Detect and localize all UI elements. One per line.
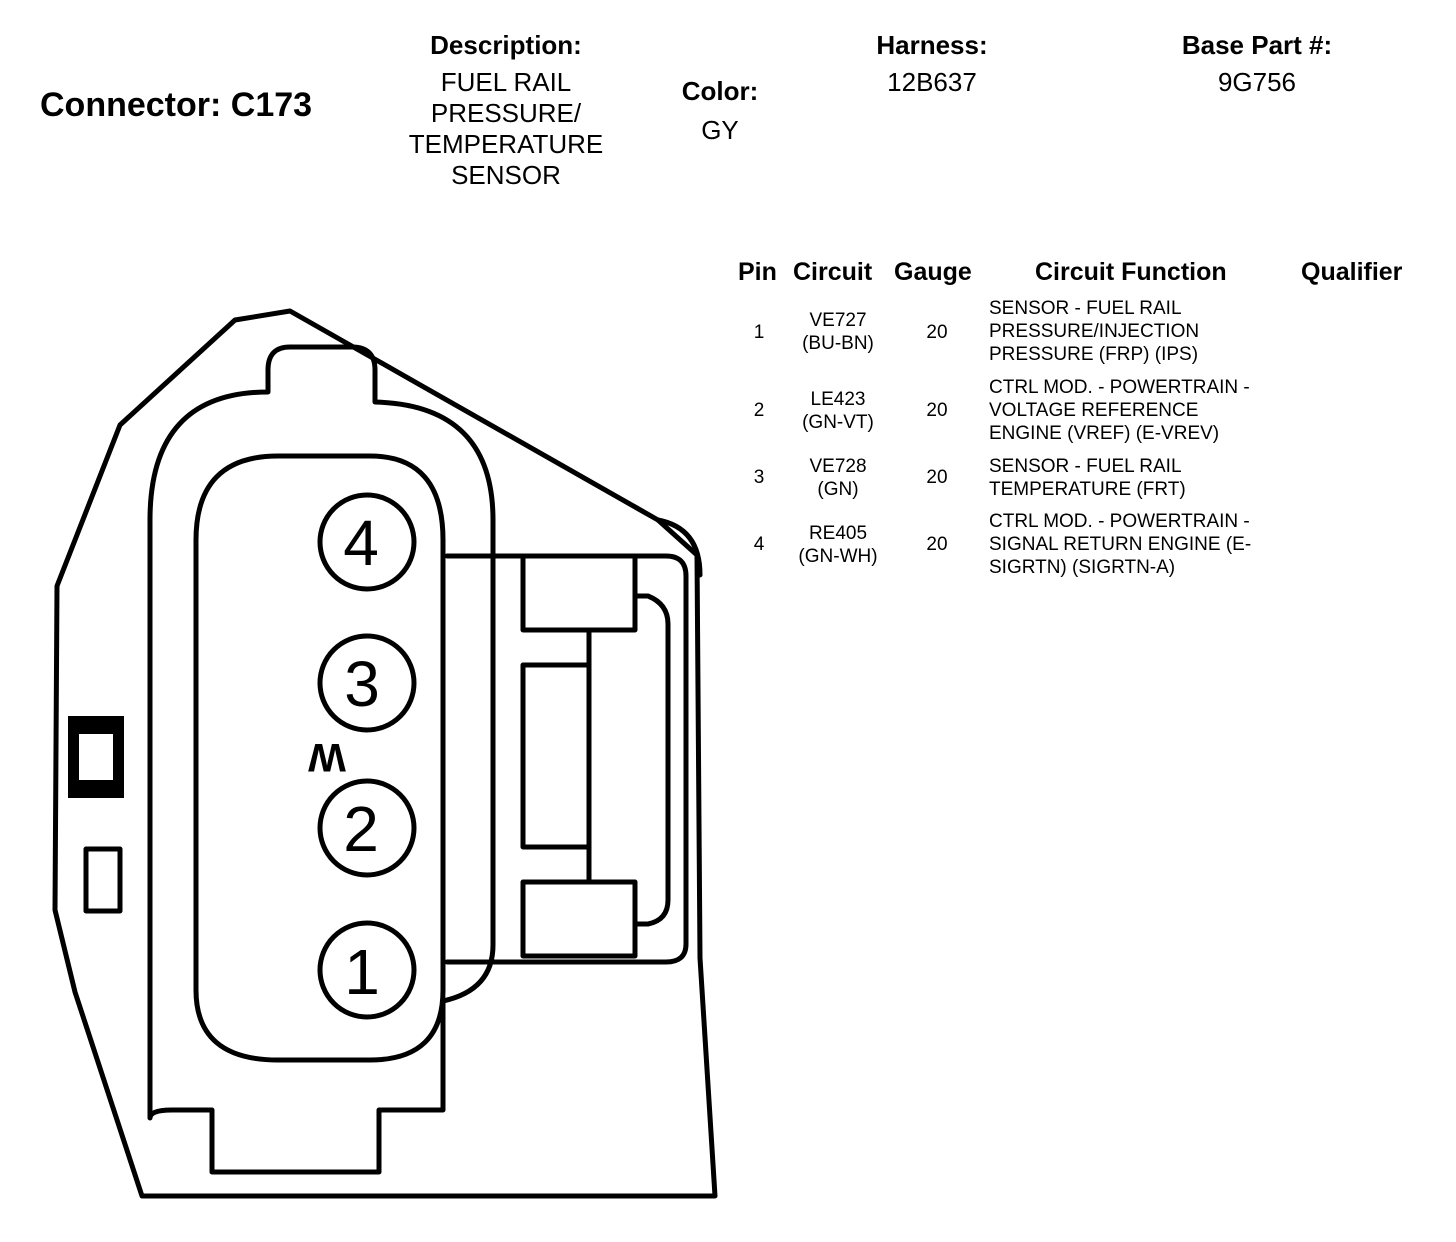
circuit-color: (GN-VT) bbox=[802, 412, 874, 433]
key-mark: W bbox=[308, 735, 346, 779]
function-line: SENSOR - FUEL RAIL bbox=[989, 298, 1182, 319]
harness-label: Harness: bbox=[876, 30, 988, 60]
function-line: SENSOR - FUEL RAIL bbox=[989, 456, 1182, 477]
row-2-circuit: LE423 (GN-VT) bbox=[778, 388, 898, 434]
row-4-function: CTRL MOD. - POWERTRAIN - SIGNAL RETURN E… bbox=[989, 510, 1251, 579]
base-part-block: Base Part #: 9G756 bbox=[1150, 30, 1364, 98]
row-2-gauge: 20 bbox=[926, 400, 948, 421]
connector-title: Connector: C173 bbox=[40, 86, 313, 124]
pin-3-circle bbox=[317, 633, 417, 733]
header-gauge: Gauge bbox=[894, 258, 972, 286]
pin-4-label: 4 bbox=[343, 507, 379, 579]
row-3-function: SENSOR - FUEL RAIL TEMPERATURE (FRT) bbox=[989, 455, 1186, 501]
side-slot bbox=[83, 846, 123, 914]
header-qualifier: Qualifier bbox=[1301, 258, 1403, 286]
function-line: CTRL MOD. - POWERTRAIN - bbox=[989, 377, 1250, 398]
row-1-circuit: VE727 (BU-BN) bbox=[778, 309, 898, 355]
latch-block-bottom bbox=[520, 879, 638, 959]
function-line: SIGNAL RETURN ENGINE (E- bbox=[989, 534, 1252, 555]
row-1-pin: 1 bbox=[753, 322, 765, 343]
function-line: TEMPERATURE (FRT) bbox=[989, 479, 1186, 500]
harness-value: 12B637 bbox=[887, 67, 977, 97]
function-line: PRESSURE/INJECTION bbox=[989, 321, 1200, 342]
pin-3-label: 3 bbox=[344, 648, 380, 720]
row-1-gauge: 20 bbox=[926, 322, 948, 343]
row-1-function: SENSOR - FUEL RAIL PRESSURE/INJECTION PR… bbox=[989, 297, 1199, 366]
pin-2-label: 2 bbox=[343, 793, 379, 865]
function-line: CTRL MOD. - POWERTRAIN - bbox=[989, 511, 1250, 532]
description-line: TEMPERATURE bbox=[408, 129, 604, 159]
harness-block: Harness: 12B637 bbox=[832, 30, 1032, 98]
function-line: SIGRTN) (SIGRTN-A) bbox=[989, 557, 1176, 578]
pin-cavity bbox=[193, 453, 446, 1063]
description-line: FUEL RAIL bbox=[440, 67, 572, 97]
latch-block-top bbox=[520, 553, 638, 633]
row-4-circuit: RE405 (GN-WH) bbox=[778, 522, 898, 568]
connector-inner-shell bbox=[147, 344, 496, 1175]
row-3-pin: 3 bbox=[753, 467, 765, 488]
circuit-color: (BU-BN) bbox=[802, 333, 874, 354]
circuit-color: (GN-WH) bbox=[798, 546, 878, 567]
header-pin: Pin bbox=[738, 258, 777, 286]
base-part-value: 9G756 bbox=[1217, 67, 1297, 97]
header-circuit-function: Circuit Function bbox=[1035, 258, 1227, 286]
function-line: ENGINE (VREF) (E-VREV) bbox=[989, 423, 1220, 444]
pin-1-label: 1 bbox=[344, 936, 380, 1008]
color-label: Color: bbox=[681, 76, 759, 106]
description-block: Description: FUEL RAIL PRESSURE/ TEMPERA… bbox=[380, 30, 632, 191]
description-line: PRESSURE/ bbox=[430, 98, 582, 128]
row-2-pin: 2 bbox=[753, 400, 765, 421]
pin-1-circle bbox=[317, 920, 417, 1020]
circuit-color: (GN) bbox=[817, 479, 859, 500]
row-3-gauge: 20 bbox=[926, 467, 948, 488]
latch-block-mid bbox=[520, 662, 592, 850]
pin-2-circle bbox=[317, 778, 417, 878]
color-value: GY bbox=[701, 115, 739, 145]
side-indicator-inner bbox=[79, 734, 113, 780]
row-4-pin: 4 bbox=[753, 534, 765, 555]
circuit-number: LE423 bbox=[810, 389, 866, 410]
row-2-function: CTRL MOD. - POWERTRAIN - VOLTAGE REFEREN… bbox=[989, 376, 1250, 445]
row-4-gauge: 20 bbox=[926, 534, 948, 555]
latch-spring bbox=[633, 593, 671, 927]
connector-diagram: 4 3 2 1 W bbox=[52, 308, 718, 1199]
circuit-number: VE728 bbox=[809, 456, 867, 477]
description-value: FUEL RAIL PRESSURE/ TEMPERATURE SENSOR bbox=[380, 67, 632, 191]
circuit-number: RE405 bbox=[808, 523, 868, 544]
latch-hook bbox=[655, 517, 703, 578]
description-label: Description: bbox=[430, 30, 582, 60]
header-circuit: Circuit bbox=[793, 258, 873, 286]
function-line: PRESSURE (FRP) (IPS) bbox=[989, 344, 1199, 365]
pin-4-circle bbox=[317, 492, 417, 592]
color-block: Color: GY bbox=[660, 76, 780, 146]
base-part-label: Base Part #: bbox=[1181, 30, 1333, 60]
latch-frame bbox=[444, 553, 689, 965]
circuit-number: VE727 bbox=[809, 310, 867, 331]
row-3-circuit: VE728 (GN) bbox=[778, 455, 898, 501]
function-line: VOLTAGE REFERENCE bbox=[989, 400, 1199, 421]
description-line: SENSOR bbox=[451, 160, 561, 190]
connector-outline bbox=[52, 308, 718, 1199]
